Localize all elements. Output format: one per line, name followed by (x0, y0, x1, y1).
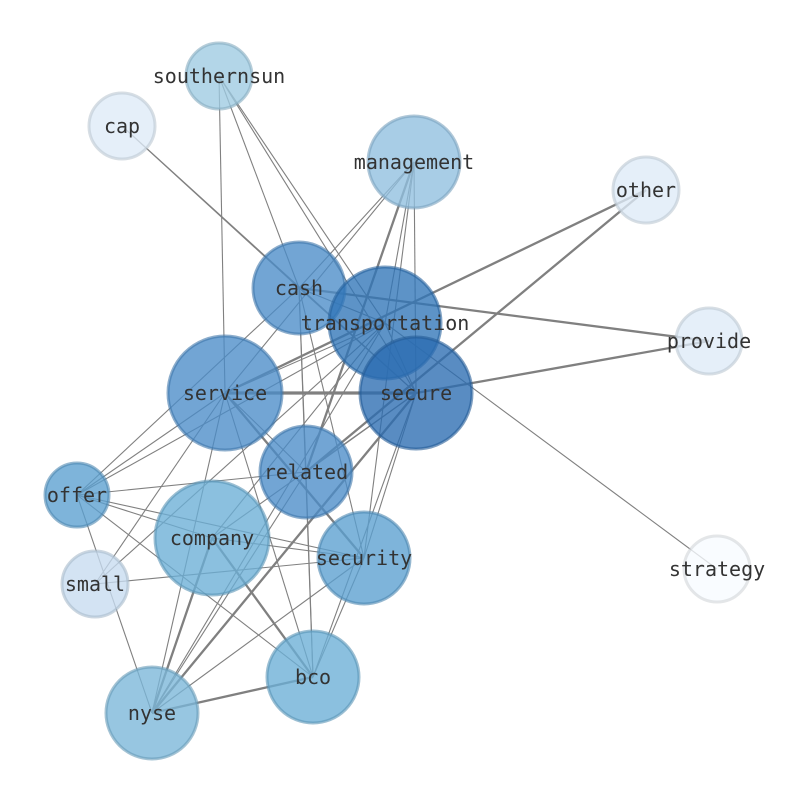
node-provide: provide (667, 306, 751, 376)
node-circle-provide (674, 306, 744, 376)
edge-other-related (305, 189, 647, 473)
node-label-transportation: transportation (301, 311, 470, 335)
node-cap: cap (87, 91, 157, 161)
node-label-provide: provide (667, 329, 751, 353)
node-company: company (153, 479, 271, 597)
node-circle-southernsun (184, 41, 254, 111)
node-label-other: other (616, 178, 676, 202)
node-label-offer: offer (47, 483, 107, 507)
node-circle-company (153, 479, 271, 597)
node-circle-service (166, 334, 284, 452)
node-circle-other (611, 155, 681, 225)
node-circle-offer (43, 461, 111, 529)
edge-secure-nyse (151, 392, 417, 714)
node-strategy: strategy (669, 534, 765, 604)
node-related: related (258, 424, 354, 520)
node-label-nyse: nyse (128, 701, 176, 725)
node-label-company: company (170, 526, 254, 550)
node-label-small: small (65, 572, 125, 596)
node-service: service (166, 334, 284, 452)
edge-other-service (224, 188, 647, 395)
node-circle-strategy (682, 534, 752, 604)
node-circle-cap (87, 91, 157, 161)
node-circle-related (258, 424, 354, 520)
node-label-strategy: strategy (669, 557, 765, 581)
node-circle-security (316, 510, 412, 606)
node-label-secure: secure (380, 381, 452, 405)
node-label-southernsun: southernsun (153, 64, 285, 88)
node-circle-small (60, 549, 130, 619)
node-cash: cash (251, 240, 347, 336)
node-southernsun: southernsun (153, 41, 285, 111)
node-label-related: related (264, 460, 348, 484)
node-offer: offer (43, 461, 111, 529)
node-management: management (354, 114, 474, 210)
node-other: other (611, 155, 681, 225)
node-circle-nyse (104, 665, 200, 761)
node-circle-bco (265, 629, 361, 725)
node-security: security (316, 510, 412, 606)
node-label-cash: cash (275, 276, 323, 300)
node-circle-management (366, 114, 462, 210)
node-nyse: nyse (104, 665, 200, 761)
edge-transportation-small (94, 322, 386, 585)
edge-transportation-nyse (151, 322, 386, 714)
node-label-bco: bco (295, 665, 331, 689)
node-label-cap: cap (104, 114, 140, 138)
node-circle-secure (358, 335, 474, 451)
node-bco: bco (265, 629, 361, 725)
node-layer: southernsun cap management other cash transpo… (43, 41, 765, 761)
node-label-service: service (183, 381, 267, 405)
node-secure: secure (358, 335, 474, 451)
node-label-security: security (316, 546, 412, 570)
node-label-management: management (354, 150, 474, 174)
node-small: small (60, 549, 130, 619)
